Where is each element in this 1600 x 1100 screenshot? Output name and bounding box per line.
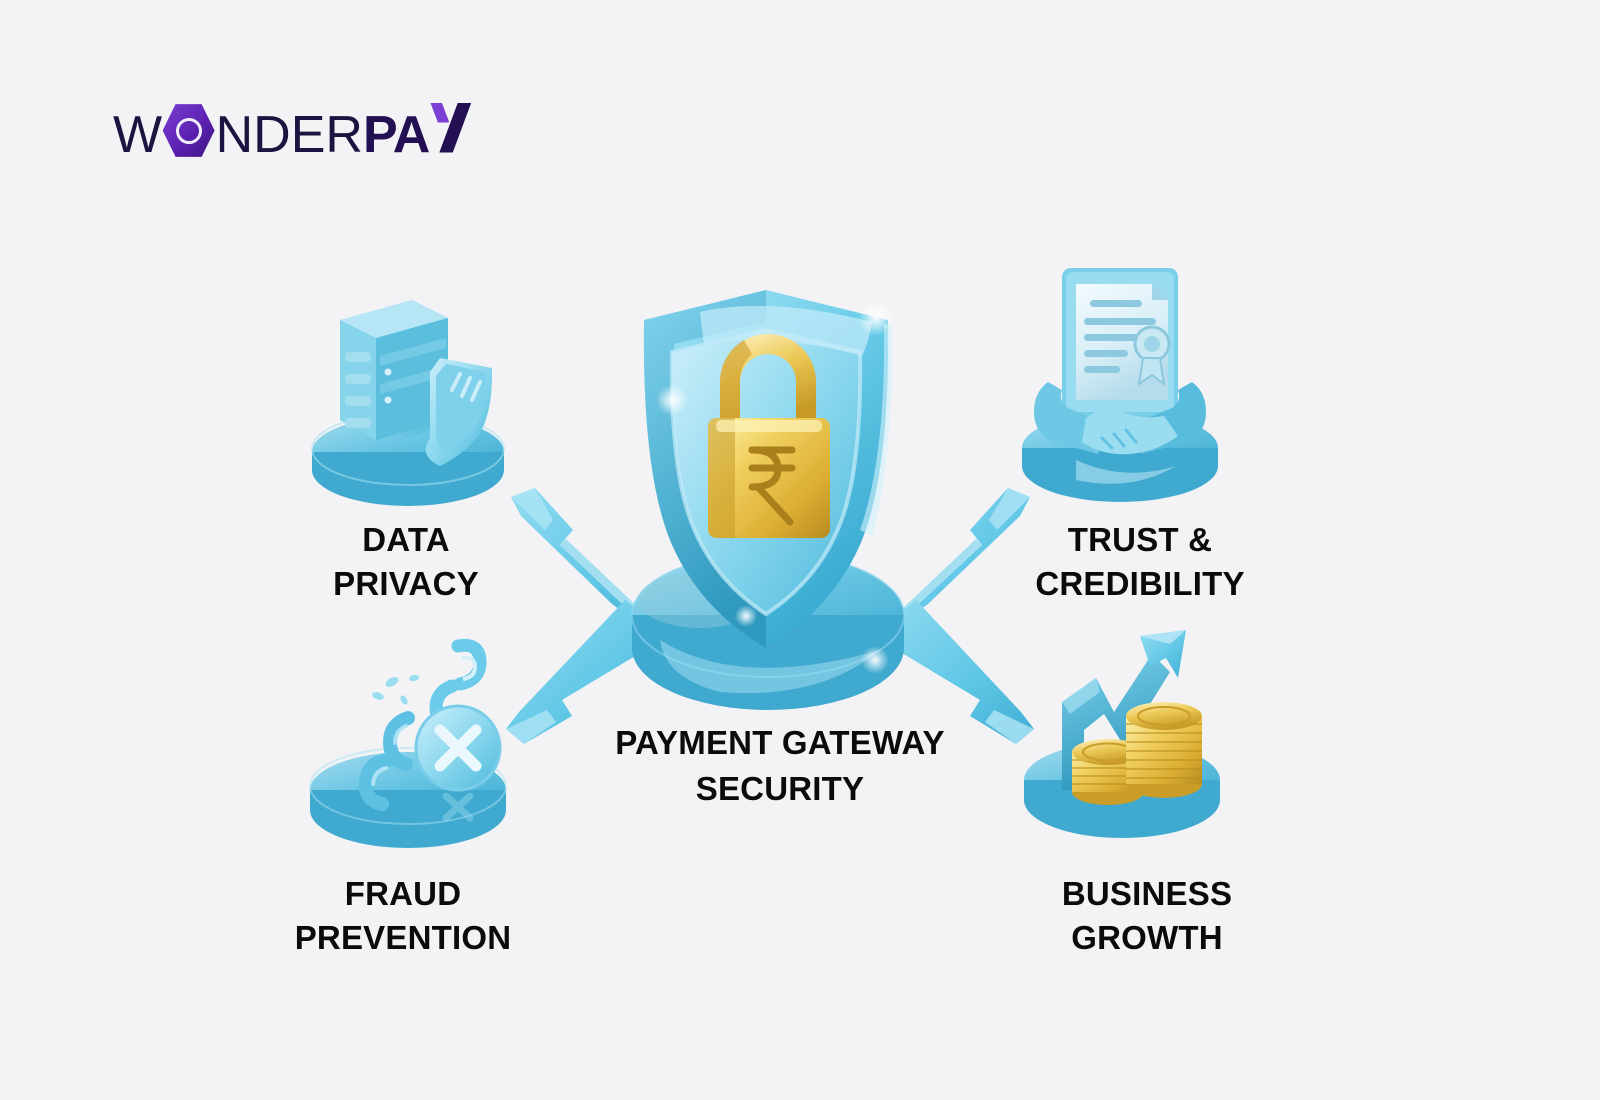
node-label-fraud-prevention: FRAUD PREVENTION <box>294 875 512 956</box>
arrow-to-fraud-prevention <box>506 600 670 744</box>
logo-letter-y <box>429 101 472 153</box>
hub-label-payment-gateway-security: PAYMENT GATEWAY SECURITY <box>615 724 945 808</box>
logo-letter-w: W <box>113 105 162 164</box>
shield-with-rupee-padlock-icon <box>643 290 894 648</box>
hexagon-o-icon <box>162 103 215 159</box>
node-label-business-growth: BUSINESS GROWTH <box>1061 875 1233 956</box>
logo-letters-nder: NDER <box>215 105 363 164</box>
logo-letters-pa: PA <box>362 105 430 164</box>
rupee-symbol <box>748 446 796 526</box>
node-label-trust-credibility: TRUST & CREDIBILITY <box>1035 521 1245 602</box>
broken-chain-cross-icon <box>309 638 507 848</box>
certificate-handshake-icon <box>1022 268 1218 502</box>
node-label-data-privacy: DATA PRIVACY <box>333 521 479 602</box>
server-rack-shield-icon <box>311 300 505 506</box>
spoke-arrows <box>506 488 1034 744</box>
growth-arrow-coins-icon <box>1024 630 1220 838</box>
brand-logo-wordmark: W NDER PA <box>113 96 472 164</box>
arrow-to-business-growth <box>872 600 1034 744</box>
rupee-padlock-icon <box>708 334 830 538</box>
hexagon-inner-ring <box>175 117 202 144</box>
brand-logo[interactable]: W NDER PA <box>113 96 472 164</box>
coin-stack-tall <box>1126 702 1202 798</box>
